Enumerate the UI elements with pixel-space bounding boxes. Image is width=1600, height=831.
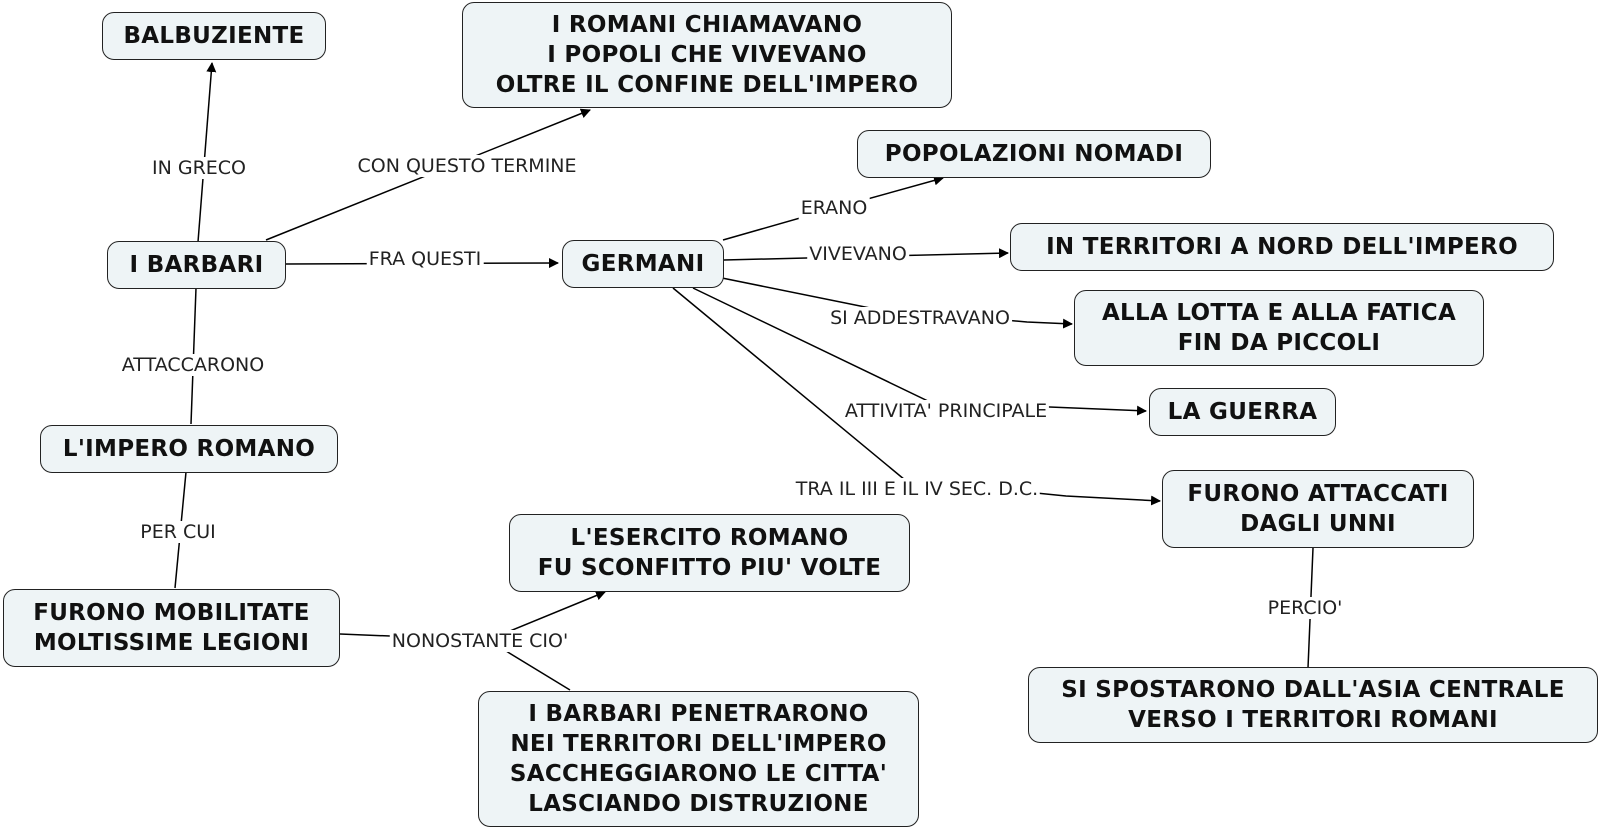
link-label-percio: PERCIO'	[1265, 597, 1345, 619]
node-mobilitate-legioni[interactable]: FURONO MOBILITATE MOLTISSIME LEGIONI	[3, 589, 340, 667]
link-label-fra-questi: FRA QUESTI	[366, 248, 484, 270]
node-impero-romano[interactable]: L'IMPERO ROMANO	[40, 425, 338, 473]
node-i-barbari[interactable]: I BARBARI	[107, 241, 286, 289]
node-germani[interactable]: GERMANI	[562, 240, 724, 288]
node-balbuziente[interactable]: BALBUZIENTE	[102, 12, 326, 60]
node-esercito-sconfitto[interactable]: L'ESERCITO ROMANO FU SCONFITTO PIU' VOLT…	[509, 514, 910, 592]
edge-in-greco	[197, 62, 217, 243]
node-territori-nord[interactable]: IN TERRITORI A NORD DELL'IMPERO	[1010, 223, 1554, 271]
node-romani-chiamavano[interactable]: I ROMANI CHIAMAVANO I POPOLI CHE VIVEVAN…	[462, 2, 952, 108]
link-label-con-questo-termine: CON QUESTO TERMINE	[355, 155, 579, 177]
link-label-nonostante-cio: NONOSTANTE CIO'	[389, 630, 571, 652]
link-label-attivita-principale: ATTIVITA' PRINCIPALE	[842, 400, 1050, 422]
node-attaccati-unni[interactable]: FURONO ATTACCATI DAGLI UNNI	[1162, 470, 1474, 548]
link-label-per-cui: PER CUI	[138, 521, 218, 543]
link-label-si-addestravano: SI ADDESTRAVANO	[828, 307, 1012, 329]
node-la-guerra[interactable]: LA GUERRA	[1149, 388, 1336, 436]
node-lotta-fatica[interactable]: ALLA LOTTA E ALLA FATICA FIN DA PICCOLI	[1074, 290, 1484, 366]
link-label-attaccarono: ATTACCARONO	[119, 354, 267, 376]
link-label-in-greco: IN GRECO	[149, 157, 249, 179]
link-label-vivevano: VIVEVANO	[807, 243, 909, 265]
node-spostarono-asia[interactable]: SI SPOSTARONO DALL'ASIA CENTRALE VERSO I…	[1028, 667, 1598, 743]
node-popolazioni-nomadi[interactable]: POPOLAZIONI NOMADI	[857, 130, 1211, 178]
link-label-tra-il-iii: TRA IL III E IL IV SEC. D.C.	[793, 478, 1041, 500]
node-barbari-penetrarono[interactable]: I BARBARI PENETRARONO NEI TERRITORI DELL…	[478, 691, 919, 827]
link-label-erano: ERANO	[798, 197, 870, 219]
